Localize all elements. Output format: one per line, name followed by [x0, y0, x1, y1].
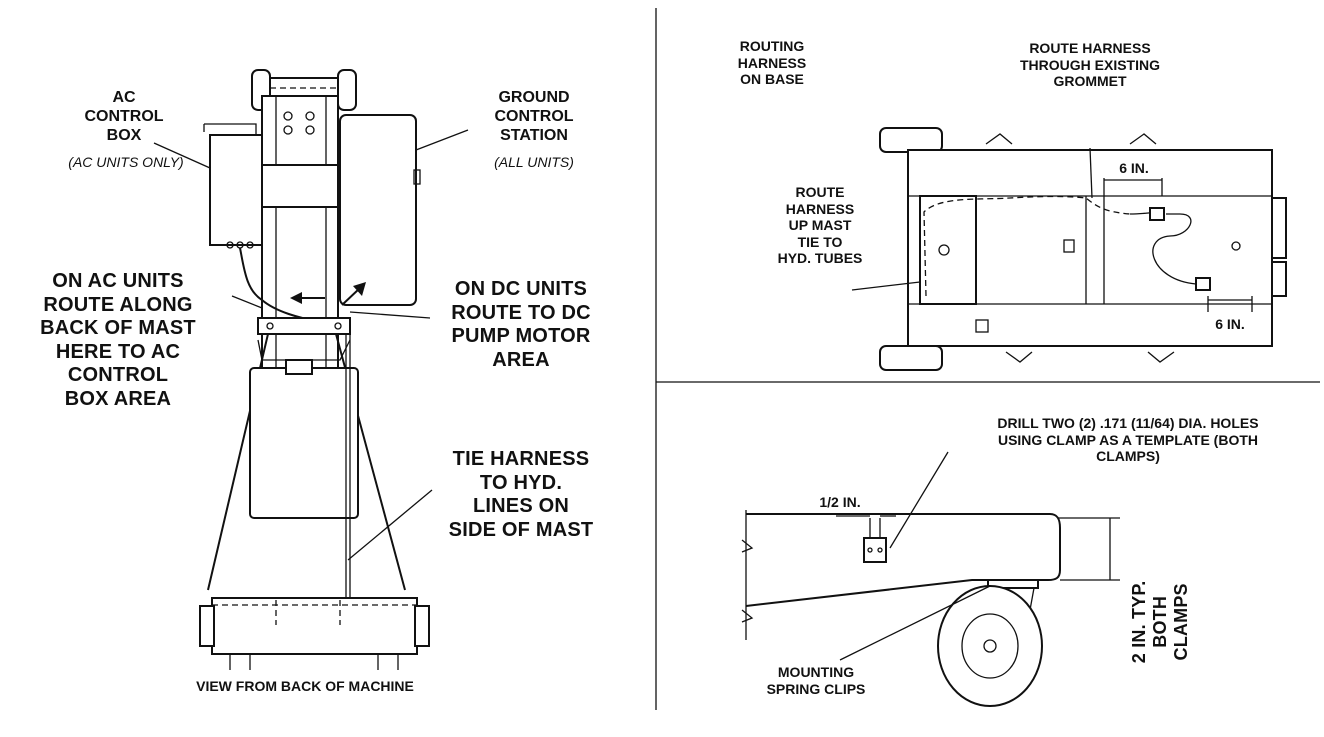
base-top-view [851, 127, 1287, 371]
ground-control-station-label: GROUND CONTROL STATION [494, 89, 574, 144]
ground-control-station [339, 114, 417, 306]
clamp-detail-view [741, 451, 1120, 707]
machine-back-view [153, 69, 469, 670]
tie-harness-label: TIE HARNESS TO HYD. LINES ON SIDE OF MAS… [448, 448, 594, 541]
ac-control-box-label: AC CONTROL BOX [84, 89, 164, 144]
all-units-note: (ALL UNITS) [494, 154, 574, 170]
dim-top-label: 6 IN. [1119, 160, 1149, 176]
hydraulic-reservoir [249, 367, 359, 519]
grommet-label: ROUTE HARNESS THROUGH EXISTING GROMMET [1019, 40, 1160, 90]
left-view-caption: VIEW FROM BACK OF MACHINE [196, 678, 414, 694]
routing-on-base-label: ROUTING HARNESS ON BASE [737, 38, 807, 88]
two-inch-label: 2 IN. TYP. BOTH CLAMPS [1129, 580, 1192, 664]
half-inch-label: 1/2 IN. [819, 494, 861, 510]
up-mast-label: ROUTE HARNESS UP MAST TIE TO HYD. TUBES [777, 184, 863, 267]
spring-clips-label: MOUNTING SPRING CLIPS [766, 664, 866, 697]
ac-units-only-note: (AC UNITS ONLY) [68, 154, 184, 170]
ac-route-label: ON AC UNITS ROUTE ALONG BACK OF MAST HER… [40, 270, 196, 410]
dc-route-label: ON DC UNITS ROUTE TO DC PUMP MOTOR AREA [451, 278, 591, 371]
ac-control-box [209, 134, 263, 246]
drill-note-label: DRILL TWO (2) .171 (11/64) DIA. HOLES US… [997, 415, 1259, 465]
dim-bottom-label: 6 IN. [1215, 316, 1245, 332]
